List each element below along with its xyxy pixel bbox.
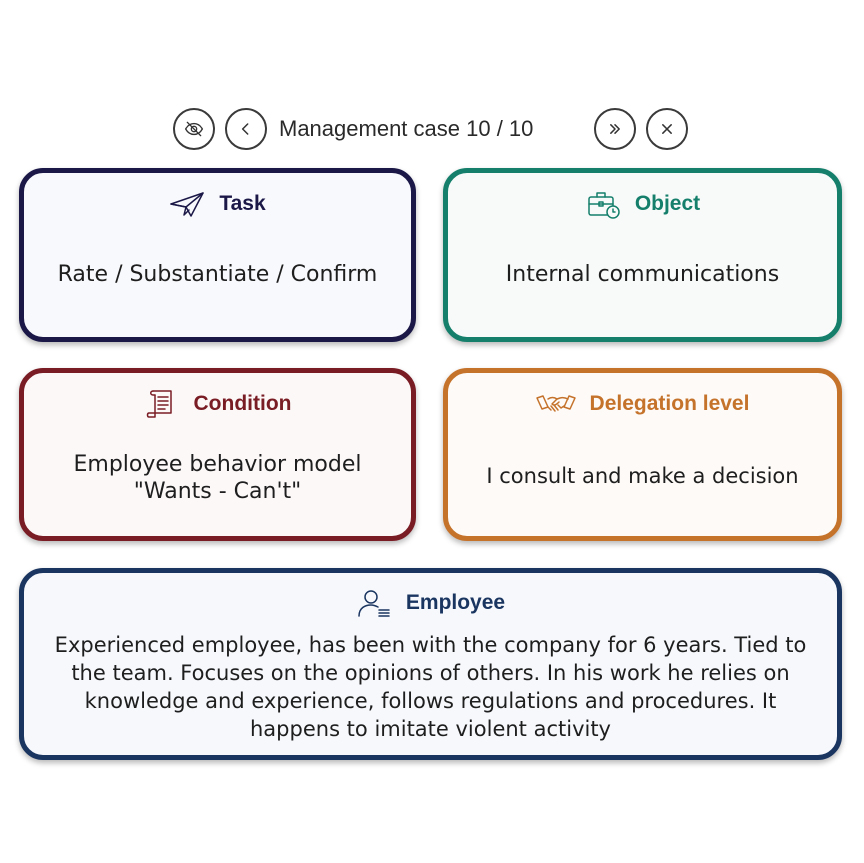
- chevron-left-icon: [241, 123, 249, 135]
- condition-label: Condition: [193, 392, 292, 415]
- close-icon: [662, 124, 672, 134]
- object-value: Internal communications: [505, 262, 780, 287]
- briefcase-clock-icon: [588, 192, 620, 219]
- case-counter-title: Management case 10 / 10: [279, 116, 534, 141]
- paper-plane-icon: [170, 192, 205, 217]
- user-list-icon: [358, 590, 390, 617]
- last-case-button[interactable]: [594, 108, 636, 150]
- document-scroll-icon: [146, 390, 172, 418]
- employee-card: Employee Experienced employee, has been …: [19, 568, 842, 760]
- eye-off-icon: [184, 121, 204, 137]
- condition-value: Employee behavior model "Wants - Can't": [34, 451, 401, 505]
- task-card-header: Task: [24, 189, 411, 219]
- delegation-card-header: Delegation level: [448, 389, 837, 419]
- object-label: Object: [634, 192, 701, 215]
- close-button[interactable]: [646, 108, 688, 150]
- object-card: Object Internal communications: [443, 168, 842, 342]
- condition-card-header: Condition: [24, 389, 411, 419]
- task-card: Task Rate / Substantiate / Confirm: [19, 168, 416, 342]
- employee-description: Experienced employee, has been with the …: [54, 633, 807, 741]
- previous-case-button[interactable]: [225, 108, 267, 150]
- hide-button[interactable]: [173, 108, 215, 150]
- employee-card-header: Employee: [24, 588, 837, 618]
- task-label: Task: [219, 192, 266, 215]
- object-card-header: Object: [448, 189, 837, 219]
- task-value: Rate / Substantiate / Confirm: [57, 262, 378, 287]
- condition-card: Condition Employee behavior model "Wants…: [19, 368, 416, 541]
- condition-value-line-1: Employee behavior model: [73, 452, 362, 477]
- delegation-value: I consult and make a decision: [486, 464, 799, 488]
- handshake-icon: [535, 395, 576, 412]
- employee-label: Employee: [405, 591, 506, 614]
- case-navigation-toolbar: Management case 10 / 10: [0, 108, 864, 152]
- delegation-label: Delegation level: [589, 392, 750, 415]
- delegation-level-card: Delegation level I consult and make a de…: [443, 368, 842, 541]
- double-chevron-right-icon: [610, 124, 620, 134]
- condition-value-line-2: "Wants - Can't": [133, 479, 302, 504]
